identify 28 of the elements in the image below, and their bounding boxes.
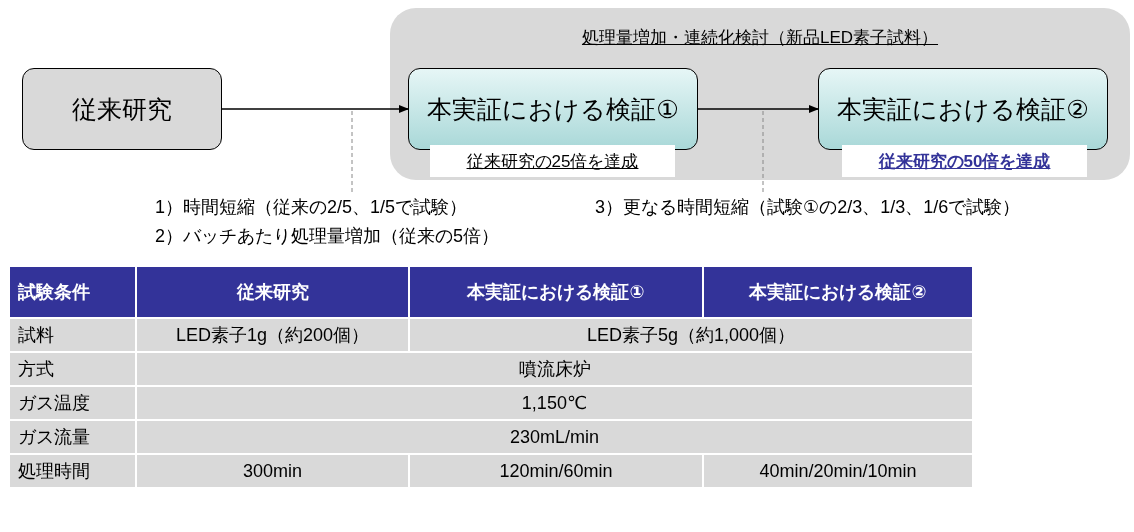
header-cell: 従来研究 (136, 266, 409, 318)
table-cell: 1,150℃ (136, 386, 973, 420)
table-cell: 試料 (9, 318, 136, 352)
header-cell: 試験条件 (9, 266, 136, 318)
result-label: 従来研究の25倍を達成 (430, 145, 675, 177)
note-text: 3）更なる時間短縮（試験①の2/3、1/3、1/6で試験） (595, 196, 1021, 219)
table-cell: 40min/20min/10min (703, 454, 973, 488)
process-box: 本実証における検証② (818, 68, 1108, 150)
note-text: 1）時間短縮（従来の2/5、1/5で試験） (155, 196, 468, 219)
header-cell: 本実証における検証① (409, 266, 703, 318)
process-box: 従来研究 (22, 68, 222, 150)
table-cell: 処理時間 (9, 454, 136, 488)
arrow (697, 105, 819, 113)
group-heading: 処理量増加・連続化検討（新品LED素子試料） (581, 28, 939, 47)
table-cell: LED素子5g（約1,000個） (409, 318, 973, 352)
table-cell: 120min/60min (409, 454, 703, 488)
table-cell: 方式 (9, 352, 136, 386)
table-cell: ガス流量 (9, 420, 136, 454)
table-cell: LED素子1g（約200個） (136, 318, 409, 352)
table-cell: 230mL/min (136, 420, 973, 454)
table-cell: ガス温度 (9, 386, 136, 420)
header-cell: 本実証における検証② (703, 266, 973, 318)
table-cell: 噴流床炉 (136, 352, 973, 386)
arrow (221, 105, 409, 113)
group-panel (390, 8, 1130, 180)
note-text: 2）バッチあたり処理量増加（従来の5倍） (155, 225, 500, 248)
table-cell: 300min (136, 454, 409, 488)
process-box: 本実証における検証① (408, 68, 698, 150)
